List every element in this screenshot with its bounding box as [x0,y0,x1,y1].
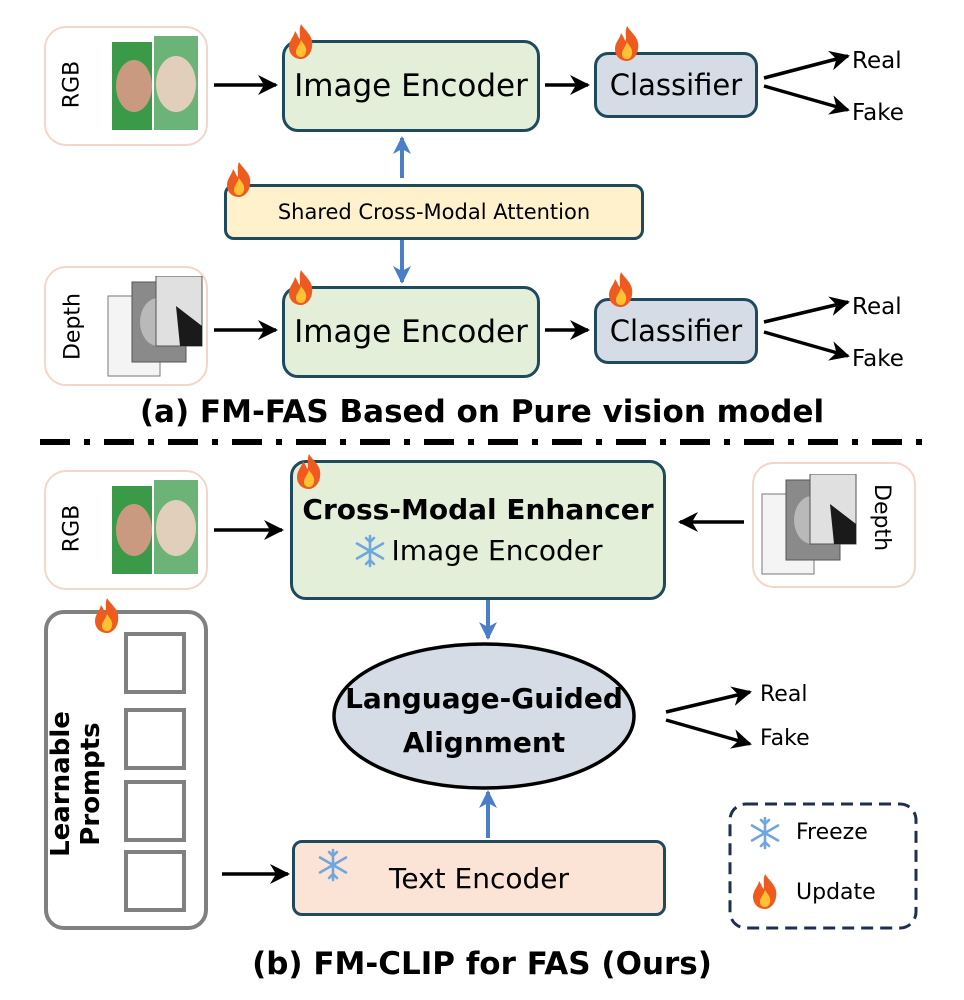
classifier-top: Classifier [594,52,758,118]
prompt-token-2 [124,708,186,770]
output-fake-b: Fake [760,726,810,751]
shared-attention-box: Shared Cross-Modal Attention [224,184,644,240]
arrow-classifier-real-top [763,50,850,80]
arrow-alignment-fake [665,718,752,749]
depth-label-b: Depth [869,484,894,552]
snowflake-icon [318,848,348,882]
caption-a: (a) FM-FAS Based on Pure vision model [139,394,825,430]
rgb-faces-image-b [112,480,198,574]
output-fake-top: Fake [852,100,904,126]
classifier-bottom: Classifier [594,298,758,364]
enhancer-title: Cross-Modal Enhancer [302,492,654,526]
arrow-alignment-real [665,686,752,714]
arrow-classifier-fake-bottom [763,330,850,361]
image-encoder-bottom: Image Encoder [282,286,540,378]
legend-freeze-label: Freeze [796,820,868,845]
image-encoder-top-label: Image Encoder [294,68,528,104]
prompt-token-4 [124,850,186,912]
depth-input-panel-b: Depth [752,462,916,588]
fire-icon [289,24,313,59]
fire-icon [609,272,633,307]
cross-modal-enhancer: Cross-Modal Enhancer Image Encoder [290,460,666,600]
prompt-token-3 [124,780,186,842]
image-encoder-bottom-label: Image Encoder [294,314,528,350]
alignment-ellipse [332,642,636,790]
fire-icon [227,162,251,197]
rgb-input-panel-a: RGB [44,26,208,146]
fire-icon [297,454,321,489]
output-real-b: Real [760,682,808,707]
learnable-prompts-label: Learnable Prompts [46,711,106,857]
arrow-classifier-real-bottom [763,296,850,324]
output-real-bottom: Real [852,294,902,320]
shared-attention-label: Shared Cross-Modal Attention [277,200,591,224]
fire-icon [289,270,313,305]
depth-map-image-a [107,276,203,377]
classifier-top-label: Classifier [609,68,743,102]
legend-update-label: Update [796,880,876,905]
classifier-bottom-label: Classifier [609,314,743,348]
enhancer-subtitle: Image Encoder [391,534,603,567]
image-encoder-top: Image Encoder [282,40,540,132]
rgb-label-b: RGB [59,504,85,553]
depth-label-a: Depth [60,293,86,361]
alignment-label-line1: Language-Guided [345,682,623,715]
rgb-label-a: RGB [59,60,85,109]
output-fake-bottom: Fake [852,346,904,372]
snowflake-icon [750,816,780,850]
text-encoder: Text Encoder [292,840,666,916]
alignment-label-line2: Alignment [402,726,566,759]
fire-icon [95,598,119,633]
prompt-token-1 [124,632,186,694]
caption-b: (b) FM-CLIP for FAS (Ours) [252,946,712,982]
fire-icon [753,874,777,909]
rgb-input-panel-b: RGB [44,470,208,590]
arrow-classifier-fake-top [763,84,850,115]
snowflake-icon [356,534,385,567]
fire-icon [615,26,639,61]
depth-input-panel-a: Depth [44,266,208,386]
rgb-faces-image-a [112,36,198,130]
text-encoder-label: Text Encoder [388,861,569,895]
legend-box [728,802,918,930]
output-real-top: Real [852,48,902,74]
depth-map-image-b [761,474,857,575]
